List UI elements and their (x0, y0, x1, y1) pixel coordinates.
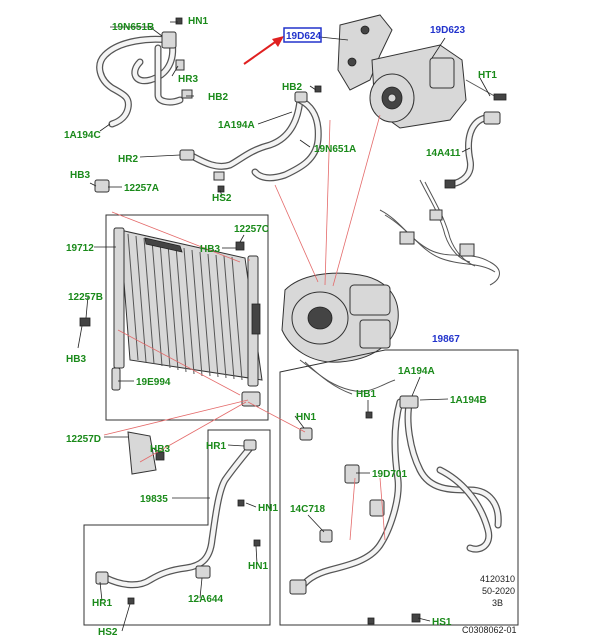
label-HB1: HB1 (356, 389, 376, 400)
label-HR3: HR3 (178, 74, 198, 85)
highlight-box (283, 27, 322, 43)
red-leaders (103, 114, 386, 541)
label-14C718: 14C718 (290, 504, 325, 515)
label-19712: 19712 (66, 243, 94, 254)
ref-line-3: 3B (492, 598, 503, 608)
label-HB3-mid: HB3 (200, 244, 220, 255)
ref-line-1: 4120310 (480, 574, 515, 584)
compressor-19D623 (337, 14, 507, 189)
label-HN1-mid: HN1 (296, 412, 316, 423)
label-12257D: 12257D (66, 434, 101, 445)
label-HR2: HR2 (118, 154, 138, 165)
label-19D623: 19D623 (430, 25, 465, 36)
label-19N651A: 19N651A (314, 144, 356, 155)
label-HN1-bottom: HN1 (248, 561, 268, 572)
label-19N651B: 19N651B (112, 22, 154, 33)
label-1A194A-top: 1A194A (218, 120, 255, 131)
label-HN1-top: HN1 (188, 16, 208, 27)
label-HB3-left: HB3 (66, 354, 86, 365)
condenser-19712 (79, 179, 313, 441)
label-HT1: HT1 (478, 70, 497, 81)
highlight-arrow (243, 36, 284, 65)
label-12A644: 12A644 (188, 594, 223, 605)
label-12257C: 12257C (234, 224, 269, 235)
ref-line-2: 50-2020 (482, 586, 515, 596)
label-14A411: 14A411 (426, 148, 461, 159)
ref-line-4: C0308062-01 (462, 625, 517, 635)
label-19867: 19867 (432, 334, 460, 345)
label-1A194A-right: 1A194A (398, 366, 435, 377)
label-HB2-left: HB2 (208, 92, 228, 103)
label-19D701: 19D701 (372, 469, 407, 480)
label-12257A: 12257A (124, 183, 159, 194)
label-1A194B: 1A194B (450, 395, 487, 406)
label-19835: 19835 (140, 494, 168, 505)
label-HB3-bottom: HB3 (150, 444, 170, 455)
label-HB3-top: HB3 (70, 170, 90, 181)
part-labels: 19N651B HN1 HR3 HB2 1A194C 19D624 19D623… (64, 16, 497, 638)
label-HR1-top: HR1 (206, 441, 226, 452)
hose-19N651A (179, 85, 322, 193)
label-HR1-bottom: HR1 (92, 598, 112, 609)
hose-19N651B (96, 17, 193, 128)
reference-block: 4120310 50-2020 3B C0308062-01 (462, 574, 517, 635)
label-12257B: 12257B (68, 292, 103, 303)
pipe-assembly-19867 (279, 349, 519, 626)
label-HN1-lower: HN1 (258, 503, 278, 514)
engine-assembly (281, 179, 500, 395)
label-1A194C: 1A194C (64, 130, 101, 141)
label-HB2-right: HB2 (282, 82, 302, 93)
label-HS1: HS1 (432, 617, 452, 628)
label-HS2-bottom: HS2 (98, 627, 118, 638)
label-HS2-top: HS2 (212, 193, 232, 204)
pipe-assembly-19835 (83, 429, 271, 626)
label-19E994: 19E994 (136, 377, 171, 388)
label-19D624: 19D624 (286, 31, 321, 42)
leader-lines (77, 21, 491, 632)
